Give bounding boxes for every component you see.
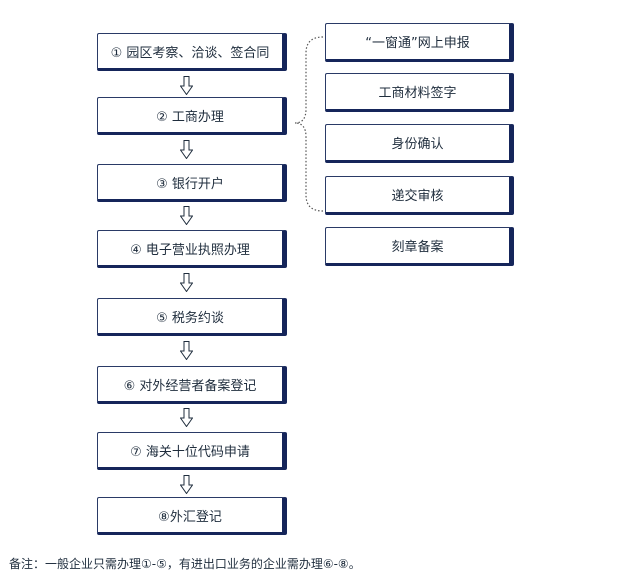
substep-3-box: 身份确认 [325,124,514,163]
step-7-label: ⑦ 海关十位代码申请 [130,444,250,460]
step-2-label: ② 工商办理 [156,109,224,125]
substep-3-label: 身份确认 [391,137,444,152]
down-arrow-icon [180,408,193,427]
down-arrow-icon [180,76,193,95]
step-8-box: ⑧外汇登记 [97,497,287,535]
step-2-box: ② 工商办理 [97,97,287,135]
substep-1-label: “一窗通”网上申报 [365,36,470,51]
step-4-label: ④ 电子营业执照办理 [130,242,250,258]
step-4-box: ④ 电子营业执照办理 [97,230,287,268]
step-3-label: ③ 银行开户 [156,176,224,192]
down-arrow-icon [180,140,193,159]
down-arrow-icon [180,206,193,225]
step-7-box: ⑦ 海关十位代码申请 [97,432,287,470]
step-6-box: ⑥ 对外经营者备案登记 [97,366,287,404]
step-1-label: ① 园区考察、洽谈、签合同 [110,45,270,61]
step-3-box: ③ 银行开户 [97,164,287,202]
substep-1-box: “一窗通”网上申报 [325,23,514,62]
step-5-box: ⑤ 税务约谈 [97,298,287,336]
footnote: 备注：一般企业只需办理①-⑤，有进出口业务的企业需办理⑥-⑧。 [9,557,361,571]
step-8-label: ⑧外汇登记 [158,509,222,525]
substep-4-label: 递交审核 [391,189,444,204]
down-arrow-icon [180,273,193,292]
down-arrow-icon [180,475,193,494]
substep-4-box: 递交审核 [325,176,514,215]
substep-2-box: 工商材料签字 [325,73,514,112]
step-5-label: ⑤ 税务约谈 [156,310,224,326]
step-6-label: ⑥ 对外经营者备案登记 [123,378,257,394]
down-arrow-icon [180,341,193,360]
substep-2-label: 工商材料签字 [378,86,457,101]
step-1-box: ① 园区考察、洽谈、签合同 [97,33,287,71]
substep-5-box: 刻章备案 [325,227,514,266]
substep-5-label: 刻章备案 [391,240,444,255]
dotted-brace [294,36,324,212]
